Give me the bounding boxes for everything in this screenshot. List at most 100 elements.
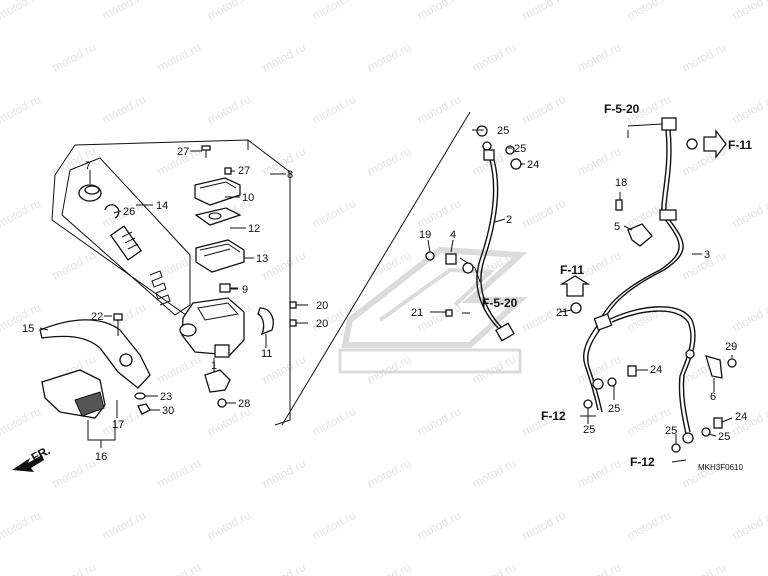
washer-part-25-c bbox=[685, 349, 695, 359]
f11-ref-arrow-left bbox=[559, 275, 591, 297]
brake-switch-part-1 bbox=[204, 358, 231, 393]
leader-lines-mid bbox=[427, 129, 525, 313]
watermark-text: motod.ru bbox=[730, 300, 768, 335]
watermark-text: motod.ru bbox=[575, 40, 623, 75]
watermark-text: motod.ru bbox=[680, 456, 728, 491]
label-30: 30 bbox=[162, 405, 174, 417]
label-25-mid-b: 25 bbox=[514, 143, 526, 155]
screw-part-9 bbox=[219, 283, 238, 293]
watermark-text: motod.ru bbox=[155, 352, 203, 387]
label-21-mid: 21 bbox=[411, 307, 423, 319]
watermark-text: motod.ru bbox=[520, 508, 568, 543]
watermark-text: motod.ru bbox=[470, 40, 518, 75]
watermark-text: motod.ru bbox=[365, 144, 413, 179]
boot-part-7 bbox=[78, 184, 102, 202]
piston-kit-box-14 bbox=[61, 157, 191, 316]
brake-lever-part-15 bbox=[39, 319, 151, 389]
watermark-text: motod.ru bbox=[575, 456, 623, 491]
bolt-part-20-b bbox=[289, 319, 308, 327]
watermark-text: motod.ru bbox=[310, 92, 358, 127]
label-25-right-a: 25 bbox=[608, 403, 620, 415]
brake-hose-part-3 bbox=[583, 117, 698, 444]
assembly-frame-8 bbox=[74, 139, 291, 426]
watermark-text: motod.ru bbox=[310, 196, 358, 231]
watermark-text: motod.ru bbox=[730, 196, 768, 231]
watermark-text: motod.ru bbox=[625, 300, 673, 335]
label-9: 9 bbox=[242, 284, 248, 296]
label-10: 10 bbox=[242, 192, 254, 204]
washer-part-25-b bbox=[583, 399, 593, 409]
label-3: 3 bbox=[704, 249, 710, 261]
label-11: 11 bbox=[261, 348, 272, 360]
watermark-text: motod.ru bbox=[680, 560, 728, 576]
bolt-part-20-a bbox=[289, 301, 308, 309]
ref-f11-top: F-11 bbox=[728, 138, 752, 152]
watermark-text: motod.ru bbox=[365, 456, 413, 491]
watermark-text: motod.ru bbox=[310, 508, 358, 543]
clip-part-5 bbox=[627, 223, 653, 247]
watermark-text: motod.ru bbox=[470, 560, 518, 576]
screw-part-27-side bbox=[224, 167, 232, 175]
bolt-part-18 bbox=[615, 199, 623, 211]
watermark-text: motod.ru bbox=[155, 456, 203, 491]
watermark-text: motod.ru bbox=[100, 0, 148, 23]
watermark-text: motod.ru bbox=[0, 196, 43, 231]
plate-part-12 bbox=[194, 207, 242, 226]
label-13: 13 bbox=[256, 253, 268, 265]
screw-part-27-top bbox=[201, 145, 211, 158]
watermark-text: motod.ru bbox=[575, 144, 623, 179]
label-17: 17 bbox=[112, 419, 124, 431]
ref-f12-b: F-12 bbox=[630, 455, 655, 469]
divider-line bbox=[281, 111, 471, 426]
bolt-part-21-right bbox=[570, 302, 582, 314]
clip-part-4 bbox=[445, 253, 457, 265]
label-26: 26 bbox=[123, 206, 135, 218]
watermark-text: motod.ru bbox=[100, 508, 148, 543]
collar-part-23 bbox=[134, 392, 146, 400]
leader-lines-left bbox=[39, 150, 286, 448]
watermark-text: motod.ru bbox=[625, 0, 673, 23]
label-25-right-b: 25 bbox=[583, 424, 595, 436]
label-27-top: 27 bbox=[177, 146, 189, 158]
ref-f11-left: F-11 bbox=[560, 263, 584, 277]
label-25-right-d: 25 bbox=[665, 425, 677, 437]
watermark-text: motod.ru bbox=[260, 560, 308, 576]
label-25-right-c: 25 bbox=[718, 431, 730, 443]
label-25-mid-a: 25 bbox=[497, 125, 509, 137]
washer-part-25-e bbox=[671, 443, 681, 453]
spring-part bbox=[149, 270, 171, 306]
ref-f5-20-mid: F-5-20 bbox=[482, 296, 518, 310]
watermark-text: motod.ru bbox=[50, 456, 98, 491]
label-28: 28 bbox=[238, 398, 250, 410]
reservoir-cap-part-10 bbox=[194, 177, 241, 206]
watermark-text: motod.ru bbox=[310, 404, 358, 439]
watermark-text: motod.ru bbox=[0, 404, 43, 439]
bolt-part-21 bbox=[445, 309, 453, 317]
watermark-text: motod.ru bbox=[470, 352, 518, 387]
watermark-text: motod.ru bbox=[520, 0, 568, 23]
label-20-b: 20 bbox=[316, 318, 328, 330]
bolt-part-19 bbox=[425, 251, 435, 261]
piston-part bbox=[109, 225, 143, 261]
part-number-labels: 7 26 14 27 27 8 10 12 13 9 20 20 11 1 28… bbox=[22, 125, 747, 463]
label-29: 29 bbox=[725, 341, 737, 353]
watermark-text: motod.ru bbox=[520, 196, 568, 231]
watermark-text: motod.ru bbox=[50, 560, 98, 576]
label-7: 7 bbox=[85, 160, 91, 172]
label-12: 12 bbox=[248, 223, 260, 235]
bolt-part-24-a bbox=[627, 365, 637, 377]
label-14: 14 bbox=[156, 200, 168, 212]
watermark-text: motod.ru bbox=[415, 404, 463, 439]
label-21-right: 21 bbox=[556, 307, 568, 319]
watermark-text: motod.ru bbox=[415, 92, 463, 127]
watermark-text: motod.ru bbox=[520, 92, 568, 127]
watermark-text: motod.ru bbox=[310, 0, 358, 23]
washer-part-25-a bbox=[607, 377, 617, 387]
diagram-code: MKH3F0610 bbox=[698, 463, 743, 472]
lever-bracket-part-16 bbox=[41, 369, 106, 419]
label-22: 22 bbox=[91, 311, 103, 323]
label-19: 19 bbox=[419, 229, 431, 241]
label-4: 4 bbox=[450, 229, 456, 241]
watermark-text: motod.ru bbox=[205, 92, 253, 127]
